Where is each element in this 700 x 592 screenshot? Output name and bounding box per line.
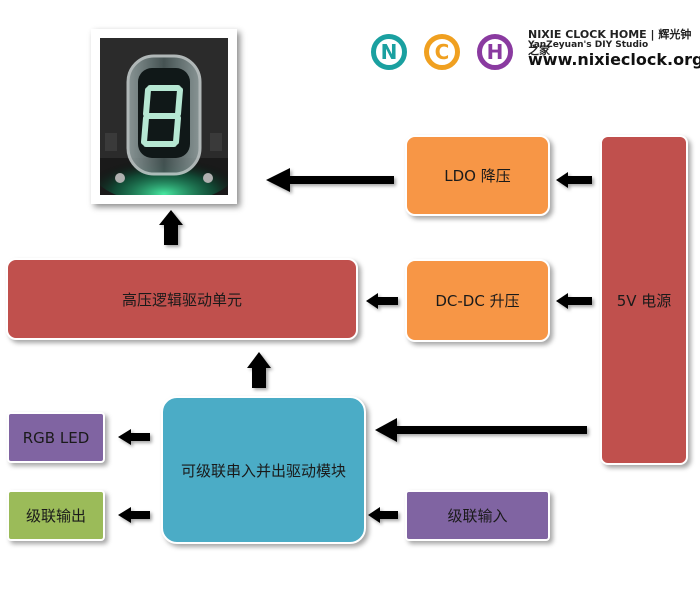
cascade-in-box: 级联输入 (405, 490, 550, 541)
ldo-label: LDO 降压 (444, 167, 511, 185)
arrow-shift-to-rgb (118, 429, 150, 445)
arrow-hv-to-tube (159, 210, 183, 245)
arrow-power-to-dcdc (556, 293, 592, 309)
logo-c-icon: C (424, 34, 460, 70)
logo-h-icon: H (477, 34, 513, 70)
rgb-led-box: RGB LED (7, 412, 105, 463)
power-box: 5V 电源 (600, 135, 688, 465)
cascade-out-label: 级联输出 (25, 507, 86, 525)
logo-letter-c: C (434, 40, 450, 64)
arrow-power-to-shift (375, 418, 587, 442)
power-label: 5V 电源 (616, 291, 672, 310)
ldo-box: LDO 降压 (405, 135, 550, 216)
arrow-shift-to-hv (247, 352, 271, 388)
logo-letter-n: N (380, 40, 398, 64)
dcdc-box: DC-DC 升压 (405, 259, 550, 342)
tube-illustration (100, 38, 228, 195)
arrow-dcdc-to-hv (366, 293, 398, 309)
logo-n-icon: N (371, 34, 407, 70)
nixie-tube-photo (91, 29, 237, 204)
cascade-out-box: 级联输出 (7, 490, 105, 541)
hv-driver-label: 高压逻辑驱动单元 (121, 290, 242, 309)
logo-title: NIXIE CLOCK HOME | 辉光钟之家 (528, 28, 692, 57)
arrow-ldo-to-tube (266, 168, 394, 192)
shift-register-box: 可级联串入并出驱动模块 (161, 396, 366, 544)
arrow-cascade-in-to-shift (368, 507, 398, 523)
hv-driver-box: 高压逻辑驱动单元 (6, 258, 358, 340)
logo-url[interactable]: www.nixieclock.org (528, 50, 700, 69)
logo-letter-h: H (486, 40, 504, 64)
dcdc-label: DC-DC 升压 (435, 292, 520, 310)
tube-image (100, 38, 228, 195)
rgb-led-label: RGB LED (22, 428, 90, 447)
arrow-shift-to-cascade-out (118, 507, 150, 523)
shift-register-label: 可级联串入并出驱动模块 (180, 461, 346, 480)
arrow-power-to-ldo (556, 172, 592, 188)
logo-subtitle: YanZeyuan's DIY Studio (528, 40, 649, 50)
cascade-in-label: 级联输入 (447, 507, 508, 525)
